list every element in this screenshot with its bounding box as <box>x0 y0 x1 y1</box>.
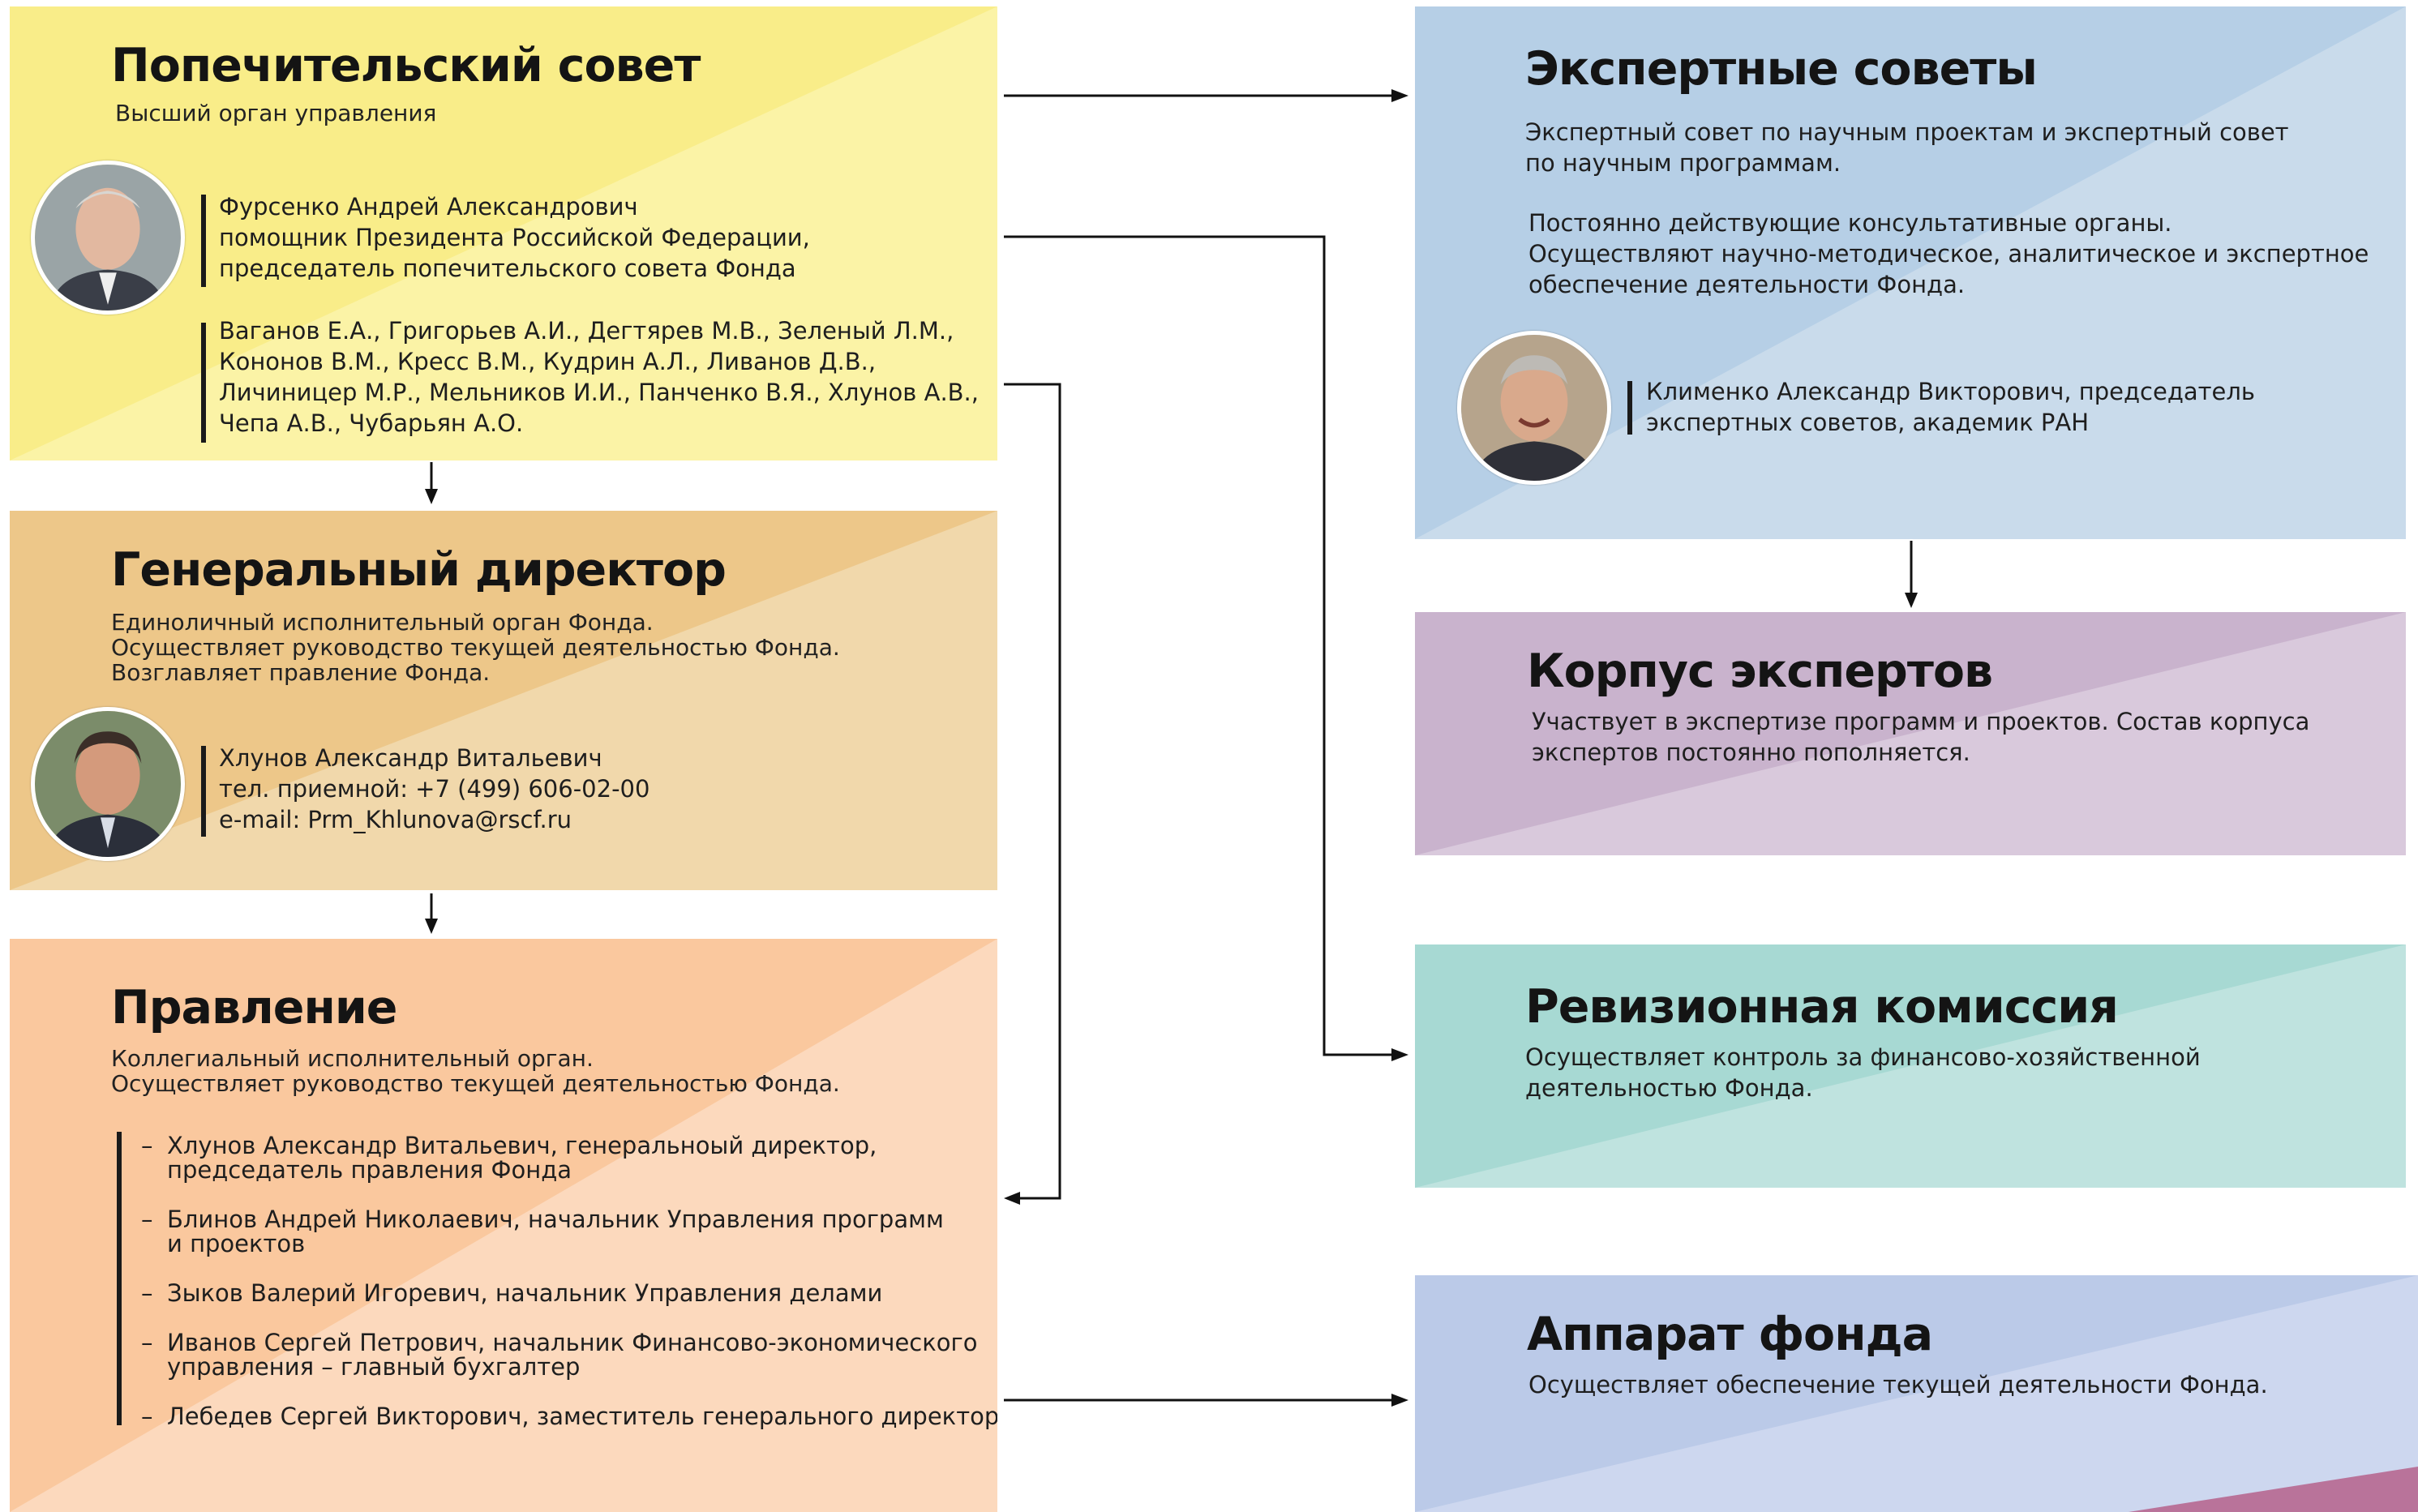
director-title: Генеральный директор <box>111 543 727 597</box>
management-description: Коллегиальный исполнительный орган. Осущ… <box>111 1046 840 1096</box>
director-email[interactable]: e-mail: Prm_Khlunova@rscf.ru <box>219 806 572 833</box>
expert-councils-description-2: Постоянно действующие консультативные ор… <box>1528 208 2369 300</box>
office-panel: Аппарат фонда Осуществляет обеспечение т… <box>1415 1275 2418 1512</box>
expert-councils-title: Экспертные советы <box>1525 42 2038 96</box>
board-chairman-info: Фурсенко Андрей Александрович помощник П… <box>219 191 810 284</box>
management-panel: Правление Коллегиальный исполнительный о… <box>10 939 997 1512</box>
audit-panel: Ревизионная комиссия Осуществляет контро… <box>1415 944 2406 1188</box>
board-members-list: Ваганов Е.А., Григорьев А.И., Дегтярев М… <box>219 315 979 439</box>
office-corner-accent <box>2129 1467 2418 1512</box>
office-title: Аппарат фонда <box>1527 1308 1933 1361</box>
board-members-line: Ваганов Е.А., Григорьев А.И., Дегтярев М… <box>219 317 954 345</box>
connector-board-to-management <box>1004 383 1061 1200</box>
expert-councils-bg-accent <box>1415 6 2406 539</box>
board-members-bar <box>201 323 206 443</box>
audit-panel-background <box>1415 944 2406 1188</box>
director-contact-line: Хлунов Александр Витальевич <box>219 744 602 772</box>
expert-chairman-line: Клименко Александр Викторович, председат… <box>1646 378 2255 405</box>
management-desc-line: Осуществляет руководство текущей деятель… <box>111 1070 840 1097</box>
management-title: Правление <box>111 981 397 1034</box>
expert-councils-desc-line: Экспертный совет по научным проектам и э… <box>1525 118 2289 146</box>
expert-chairman-line: экспертных советов, академик РАН <box>1646 409 2090 436</box>
audit-description: Осуществляет контроль за финансово-хозяй… <box>1525 1042 2201 1103</box>
board-panel-background <box>10 6 997 460</box>
director-desc-line: Осуществляет руководство текущей деятель… <box>111 634 840 661</box>
expert-corps-bg-accent <box>1415 612 2406 855</box>
expert-corps-panel-background <box>1415 612 2406 855</box>
audit-bg-accent <box>1415 944 2406 1188</box>
expert-councils-description: Экспертный совет по научным проектам и э… <box>1525 117 2289 178</box>
expert-councils-desc-line: по научным программам. <box>1525 149 1841 177</box>
list-item: Блинов Андрей Николаевич, начальник Упра… <box>141 1207 997 1256</box>
management-list-bar <box>117 1132 122 1425</box>
director-panel: Генеральный директор Единоличный исполни… <box>10 511 997 890</box>
office-desc-line: Осуществляет обеспечение текущей деятель… <box>1528 1371 2268 1398</box>
expert-corps-panel: Корпус экспертов Участвует в экспертизе … <box>1415 612 2406 855</box>
list-item: Хлунов Александр Витальевич, генеральноы… <box>141 1133 997 1182</box>
office-panel-background <box>1415 1275 2418 1512</box>
list-item: Иванов Сергей Петрович, начальник Финанс… <box>141 1330 997 1379</box>
board-members-line: Кононов В.М., Кресс В.М., Кудрин А.Л., Л… <box>219 348 877 375</box>
arrowhead <box>1391 89 1408 102</box>
expert-chairman-bar <box>1627 381 1632 435</box>
board-subtitle: Высший орган управления <box>115 100 437 126</box>
audit-desc-line: деятельностью Фонда. <box>1525 1074 1813 1102</box>
director-contact-info: Хлунов Александр Витальевич тел. приемно… <box>219 743 650 835</box>
arrowhead <box>1391 1048 1408 1061</box>
management-members-list: Хлунов Александр Витальевич, генеральноы… <box>141 1133 997 1454</box>
director-desc-line: Возглавляет правление Фонда. <box>111 659 491 686</box>
list-item: Зыков Валерий Игоревич, начальник Управл… <box>141 1281 997 1305</box>
arrowhead <box>425 919 438 934</box>
board-chairman-photo <box>31 161 185 315</box>
board-chairman-line: помощник Президента Российской Федерации… <box>219 224 810 251</box>
portrait-icon <box>35 711 181 857</box>
director-panel-background <box>10 511 997 890</box>
audit-desc-line: Осуществляет контроль за финансово-хозяй… <box>1525 1043 2201 1071</box>
expert-corps-title: Корпус экспертов <box>1527 645 1993 698</box>
connector-board-to-audit <box>1004 235 1393 1056</box>
arrowhead <box>425 489 438 504</box>
expert-councils-desc2-line: Осуществляют научно-методическое, аналит… <box>1528 240 2369 268</box>
director-desc-line: Единоличный исполнительный орган Фонда. <box>111 609 654 636</box>
board-chairman-bar <box>201 195 206 287</box>
expert-chairman-photo <box>1457 331 1611 485</box>
office-bg-accent <box>1415 1275 2418 1512</box>
arrowhead <box>1391 1394 1408 1407</box>
management-desc-line: Коллегиальный исполнительный орган. <box>111 1045 594 1072</box>
director-contact-line: тел. приемной: +7 (499) 606-02-00 <box>219 775 650 803</box>
expert-corps-desc-line: экспертов постоянно пополняется. <box>1532 739 1970 766</box>
expert-councils-desc2-line: Постоянно действующие консультативные ор… <box>1528 209 2172 237</box>
director-bg-accent <box>10 511 997 890</box>
board-members-line: Личиницер М.Р., Мельников И.И., Панченко… <box>219 379 979 406</box>
board-panel: Попечительский совет Высший орган управл… <box>10 6 997 460</box>
board-chairman-line: председатель попечительского совета Фонд… <box>219 255 796 282</box>
board-title: Попечительский совет <box>111 39 701 92</box>
director-photo <box>31 707 185 861</box>
board-chairman-line: Фурсенко Андрей Александрович <box>219 193 638 221</box>
arrowhead <box>1905 593 1918 608</box>
expert-chairman-info: Клименко Александр Викторович, председат… <box>1646 376 2255 438</box>
list-item: Лебедев Сергей Викторович, заместитель г… <box>141 1404 997 1428</box>
board-members-line: Чепа А.В., Чубарьян А.О. <box>219 409 524 437</box>
audit-title: Ревизионная комиссия <box>1525 980 2119 1034</box>
portrait-icon <box>35 165 181 311</box>
expert-councils-panel: Экспертные советы Экспертный совет по на… <box>1415 6 2406 539</box>
director-contact-bar <box>201 746 206 837</box>
expert-corps-description: Участвует в экспертизе программ и проект… <box>1532 706 2309 768</box>
expert-corps-desc-line: Участвует в экспертизе программ и проект… <box>1532 708 2310 735</box>
portrait-icon <box>1461 335 1607 481</box>
office-description: Осуществляет обеспечение текущей деятель… <box>1528 1369 2268 1400</box>
expert-councils-desc2-line: обеспечение деятельности Фонда. <box>1528 271 1966 298</box>
board-bg-accent <box>10 6 997 460</box>
arrowhead <box>1004 1192 1020 1205</box>
director-description: Единоличный исполнительный орган Фонда. … <box>111 610 840 685</box>
